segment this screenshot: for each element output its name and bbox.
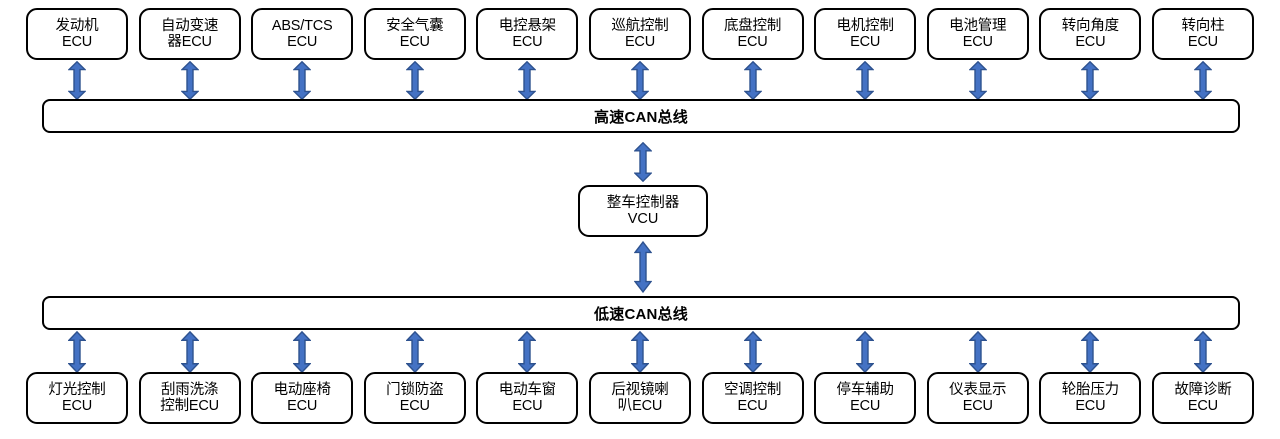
- high-speed-ecu-node-label-line1: 电池管理: [949, 17, 1007, 34]
- low-speed-ecu-node[interactable]: 刮雨洗涤控制ECU: [138, 372, 241, 424]
- low-speed-ecu-connector-arrow: [518, 331, 536, 373]
- low-speed-ecu-connector-arrow: [744, 331, 762, 373]
- high-speed-ecu-node-label-line1: ABS/TCS: [271, 17, 333, 34]
- low-speed-ecu-node-label-line2: 控制ECU: [160, 398, 219, 414]
- low-speed-ecu-node-label-line1: 轮胎压力: [1061, 381, 1119, 398]
- high-speed-ecu-node-label-line2: ECU: [850, 34, 881, 50]
- low-speed-ecu-node-label-line2: ECU: [1075, 398, 1106, 414]
- high-speed-ecu-node-label-line1: 转向柱: [1181, 17, 1225, 34]
- low-speed-ecu-node-label-line1: 门锁防盗: [386, 381, 444, 398]
- high-speed-ecu-node-label-line2: ECU: [287, 34, 318, 50]
- low-speed-ecu-connector-arrow: [856, 331, 874, 373]
- high-speed-ecu-node-label-line2: ECU: [962, 34, 993, 50]
- vcu-label-line2: VCU: [627, 211, 659, 227]
- high-speed-ecu-connector-arrow: [406, 61, 424, 100]
- low-speed-ecu-node-label-line1: 空调控制: [723, 381, 782, 398]
- high-speed-ecu-connector-arrow: [1081, 61, 1099, 100]
- high-speed-ecu-node-label-line2: ECU: [737, 34, 768, 50]
- high-speed-ecu-connector-arrow: [68, 61, 86, 100]
- low-speed-ecu-connector-arrow: [406, 331, 424, 373]
- low-speed-ecu-connector-arrow: [181, 331, 199, 373]
- high-speed-ecu-connector-arrow: [1194, 61, 1212, 100]
- high-speed-ecu-connector-arrow: [631, 61, 649, 100]
- low-speed-ecu-node-label-line1: 后视镜喇: [611, 381, 669, 398]
- high-speed-can-bus: 高速CAN总线: [42, 99, 1240, 133]
- low-speed-ecu-connector-arrow: [293, 331, 311, 373]
- arrow-high-bus-to-vcu: [634, 142, 652, 182]
- low-speed-ecu-node-label-line1: 电动座椅: [273, 381, 331, 398]
- low-speed-ecu-node-label-line2: ECU: [1187, 398, 1218, 414]
- high-speed-ecu-node-label-line2: 器ECU: [167, 34, 212, 50]
- low-speed-ecu-node-label-line1: 故障诊断: [1174, 381, 1232, 398]
- low-speed-ecu-node-label-line2: ECU: [61, 398, 92, 414]
- high-speed-ecu-node[interactable]: 自动变速器ECU: [138, 8, 241, 60]
- high-speed-ecu-connector-arrow: [518, 61, 536, 100]
- low-speed-ecu-node-label-line2: 叭ECU: [617, 398, 663, 414]
- high-speed-ecu-node-label-line1: 电控悬架: [498, 17, 556, 34]
- high-speed-ecu-connector-arrow: [181, 61, 199, 100]
- low-speed-ecu-node-label-line1: 电动车窗: [498, 381, 556, 398]
- low-speed-ecu-node-label-line2: ECU: [399, 398, 430, 414]
- high-speed-ecu-connector-arrow: [969, 61, 987, 100]
- high-speed-ecu-node-label-line1: 自动变速: [160, 17, 219, 34]
- high-speed-ecu-node-label-line2: ECU: [1075, 34, 1106, 50]
- high-speed-ecu-node-label-line2: ECU: [399, 34, 430, 50]
- low-speed-ecu-node-label-line2: ECU: [512, 398, 543, 414]
- high-speed-ecu-node-label-line1: 巡航控制: [611, 17, 669, 34]
- high-speed-ecu-connector-arrow: [744, 61, 762, 100]
- high-speed-ecu-node-label-line1: 转向角度: [1061, 17, 1119, 34]
- low-speed-can-bus-label: 低速CAN总线: [594, 305, 688, 323]
- high-speed-can-bus-label: 高速CAN总线: [594, 108, 688, 126]
- high-speed-ecu-connector-arrow: [293, 61, 311, 100]
- high-speed-ecu-node-label-line1: 安全气囊: [386, 17, 444, 34]
- low-speed-ecu-connector-arrow: [1081, 331, 1099, 373]
- vcu-box: 整车控制器 VCU: [578, 185, 708, 237]
- low-speed-ecu-node-label-line2: ECU: [850, 398, 881, 414]
- low-speed-ecu-connector-arrow: [631, 331, 649, 373]
- low-speed-ecu-node-label-line2: ECU: [962, 398, 993, 414]
- low-speed-can-bus: 低速CAN总线: [42, 296, 1240, 330]
- high-speed-ecu-node-label-line1: 电机控制: [836, 17, 894, 34]
- low-speed-ecu-node-label-line1: 灯光控制: [48, 381, 106, 398]
- low-speed-ecu-connector-arrow: [1194, 331, 1212, 373]
- low-speed-ecu-node-label-line2: ECU: [287, 398, 318, 414]
- vcu-label-line1: 整车控制器: [606, 194, 680, 211]
- low-speed-ecu-node[interactable]: 后视镜喇叭ECU: [588, 372, 691, 424]
- low-speed-ecu-connector-arrow: [68, 331, 86, 373]
- high-speed-ecu-node-label-line2: ECU: [624, 34, 655, 50]
- high-speed-ecu-node-label-line2: ECU: [512, 34, 543, 50]
- low-speed-ecu-node-label-line2: ECU: [737, 398, 768, 414]
- high-speed-ecu-connector-arrow: [856, 61, 874, 100]
- low-speed-ecu-node-label-line1: 仪表显示: [949, 381, 1007, 398]
- high-speed-ecu-node-label-line2: ECU: [1187, 34, 1218, 50]
- low-speed-ecu-node-label-line1: 停车辅助: [836, 381, 894, 398]
- high-speed-ecu-node-label-line2: ECU: [61, 34, 92, 50]
- arrow-vcu-to-low-bus: [634, 241, 652, 293]
- low-speed-ecu-connector-arrow: [969, 331, 987, 373]
- low-speed-ecu-node-label-line1: 刮雨洗涤: [160, 381, 219, 398]
- high-speed-ecu-node-label-line1: 底盘控制: [723, 17, 782, 34]
- high-speed-ecu-node-label-line1: 发动机: [55, 17, 99, 34]
